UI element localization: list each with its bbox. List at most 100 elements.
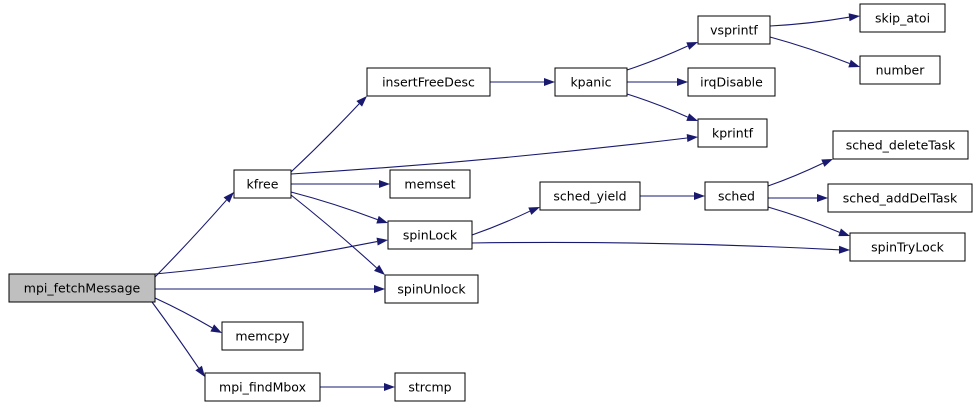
arrowhead-icon [686,113,698,121]
edge-sched-to-spinTryLock [767,206,850,237]
edge-insertFreeDesc-to-kpanic [490,78,555,86]
edge-line [471,210,531,236]
graph-node-skip_atoi[interactable]: skip_atoi [859,3,946,33]
arrowhead-icon [374,264,385,275]
edge-mpi_fetchMessage-to-spinUnlock [155,285,385,293]
graph-node-strcmp[interactable]: strcmp [394,372,466,402]
edge-kfree-to-insertFreeDesc [290,96,367,173]
graph-node-kpanic[interactable]: kpanic [554,67,628,97]
node-box[interactable] [687,67,776,97]
node-box[interactable] [704,181,769,211]
edge-vsprintf-to-skip_atoi [769,13,860,27]
node-box[interactable] [832,130,969,160]
edge-kpanic-to-irqDisable [627,78,688,86]
edge-kfree-to-spinLock [290,191,388,224]
edge-line [154,297,213,329]
node-box[interactable] [387,220,473,250]
arrowhead-icon [356,96,367,107]
arrowhead-icon [817,194,828,202]
edge-spinLock-to-sched_yield [471,207,540,236]
graph-node-kprintf[interactable]: kprintf [697,118,768,148]
graph-node-spinTryLock[interactable]: spinTryLock [849,232,966,262]
edge-mpi_findMbox-to-strcmp [319,383,395,391]
edge-line [626,93,688,118]
edge-line [290,137,688,175]
arrowhead-icon [376,237,388,246]
arrowhead-icon [528,207,540,215]
graph-node-mpi_fetchMessage[interactable]: mpi_fetchMessage [8,273,156,303]
node-box[interactable] [204,372,321,402]
graph-node-mpi_findMbox[interactable]: mpi_findMbox [204,372,321,402]
edge-vsprintf-to-number [769,36,860,68]
arrowhead-icon [694,192,705,200]
arrowhead-icon [848,59,860,68]
graph-node-sched_deleteTask[interactable]: sched_deleteTask [832,130,969,160]
arrowhead-icon [210,324,222,333]
node-box[interactable] [554,67,628,97]
graph-node-irqDisable[interactable]: irqDisable [687,67,776,97]
edge-mpi_fetchMessage-to-kfree [154,192,234,278]
edge-line [290,103,360,173]
node-box[interactable] [827,183,973,213]
edge-sched-to-sched_addDelTask [767,194,828,202]
graph-node-kfree[interactable]: kfree [233,169,292,199]
edge-mpi_fetchMessage-to-memcpy [154,297,222,333]
node-box[interactable] [384,274,479,304]
node-box[interactable] [859,55,941,85]
graph-node-insertFreeDesc[interactable]: insertFreeDesc [366,67,491,97]
edge-kpanic-to-vsprintf [626,42,698,71]
arrowhead-icon [376,215,388,224]
arrowhead-icon [374,285,385,293]
arrowhead-icon [384,383,395,391]
graph-node-spinUnlock[interactable]: spinUnlock [384,274,479,304]
graph-node-memcpy[interactable]: memcpy [221,321,304,351]
node-box[interactable] [233,169,292,199]
edge-layer [151,13,860,391]
arrowhead-icon [379,180,390,188]
edge-line [154,241,378,275]
edge-kfree-to-memset [291,180,390,188]
graph-node-sched_yield[interactable]: sched_yield [539,181,641,211]
node-box[interactable] [697,15,771,45]
edge-line [471,241,840,251]
node-box[interactable] [394,372,466,402]
node-box[interactable] [8,273,156,303]
edge-line [626,45,688,71]
edge-kfree-to-spinUnlock [290,194,385,275]
edge-line [769,16,850,27]
edge-line [151,301,200,369]
arrowhead-icon [838,228,850,237]
node-layer: mpi_fetchMessage kfree memcpy mpi_findMbox s… [8,3,973,402]
arrowhead-icon [195,365,205,377]
graph-node-sched_addDelTask[interactable]: sched_addDelTask [827,183,973,213]
graph-node-spinLock[interactable]: spinLock [387,220,473,250]
arrowhead-icon [686,42,698,50]
arrowhead-icon [821,159,833,167]
node-box[interactable] [859,3,946,33]
edge-line [290,194,377,269]
node-box[interactable] [849,232,966,262]
edge-line [154,199,227,278]
graph-node-number[interactable]: number [859,55,941,85]
node-box[interactable] [366,67,491,97]
edge-kfree-to-kprintf [290,134,698,175]
graph-node-memset[interactable]: memset [389,169,471,199]
edge-line [767,162,824,187]
edge-sched_yield-to-sched [640,192,705,200]
node-box[interactable] [221,321,304,351]
node-box[interactable] [539,181,641,211]
graph-node-vsprintf[interactable]: vsprintf [697,15,771,45]
graph-node-sched[interactable]: sched [704,181,769,211]
arrowhead-icon [677,78,688,86]
node-box[interactable] [697,118,768,148]
arrowhead-icon [838,245,850,254]
arrowhead-icon [544,78,555,86]
edge-kpanic-to-kprintf [626,93,698,121]
arrowhead-icon [223,192,234,203]
edge-line [769,36,850,65]
node-box[interactable] [389,169,471,199]
edge-sched-to-sched_deleteTask [767,159,833,187]
arrowhead-icon [686,134,698,142]
